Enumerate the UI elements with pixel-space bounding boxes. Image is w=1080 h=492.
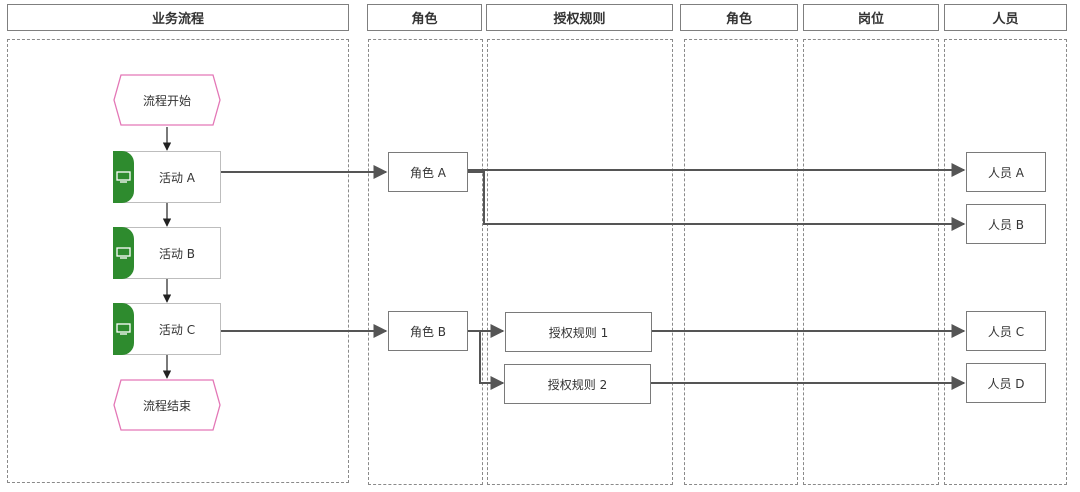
rule-2[interactable]: 授权规则 2 xyxy=(504,364,651,404)
lane-business-process xyxy=(7,39,349,483)
start-event[interactable]: 流程开始 xyxy=(113,74,221,126)
person-b[interactable]: 人员 B xyxy=(966,204,1046,244)
activity-b-label: 活动 B xyxy=(158,246,196,261)
role-b[interactable]: 角色 B xyxy=(388,311,468,351)
monitor-icon xyxy=(116,171,131,183)
start-event-shape xyxy=(113,74,221,126)
lane-header-role: 角色 xyxy=(367,4,482,31)
activity-b[interactable]: 活动 B xyxy=(113,227,221,279)
activity-c-label: 活动 C xyxy=(158,322,196,337)
activity-c[interactable]: 活动 C xyxy=(113,303,221,355)
lane-header-business-process: 业务流程 xyxy=(7,4,349,31)
person-d[interactable]: 人员 D xyxy=(966,363,1046,403)
link-role-a-person-b xyxy=(468,171,966,231)
activity-b-tab xyxy=(113,227,134,279)
lane-authorization-rule xyxy=(487,39,673,485)
activity-a-tab xyxy=(113,151,134,203)
end-event-shape xyxy=(113,379,221,431)
activity-c-tab xyxy=(113,303,134,355)
lane-position xyxy=(803,39,939,485)
lane-header-authorization-rule: 授权规则 xyxy=(486,4,673,31)
rule-1[interactable]: 授权规则 1 xyxy=(505,312,652,352)
link-role-b-rule-2 xyxy=(479,331,505,390)
monitor-icon xyxy=(116,247,131,259)
lane-header-role-2: 角色 xyxy=(680,4,798,31)
start-event-label: 流程开始 xyxy=(142,93,191,108)
monitor-icon xyxy=(116,323,131,335)
lane-person xyxy=(944,39,1067,485)
activity-a-label: 活动 A xyxy=(158,170,196,185)
lane-header-position: 岗位 xyxy=(803,4,939,31)
end-event-label: 流程结束 xyxy=(142,398,191,413)
end-event[interactable]: 流程结束 xyxy=(113,379,221,431)
person-c[interactable]: 人员 C xyxy=(966,311,1046,351)
person-a[interactable]: 人员 A xyxy=(966,152,1046,192)
activity-a[interactable]: 活动 A xyxy=(113,151,221,203)
lane-role xyxy=(368,39,483,485)
lane-role-2 xyxy=(684,39,798,485)
lane-header-person: 人员 xyxy=(944,4,1067,31)
role-a[interactable]: 角色 A xyxy=(388,152,468,192)
